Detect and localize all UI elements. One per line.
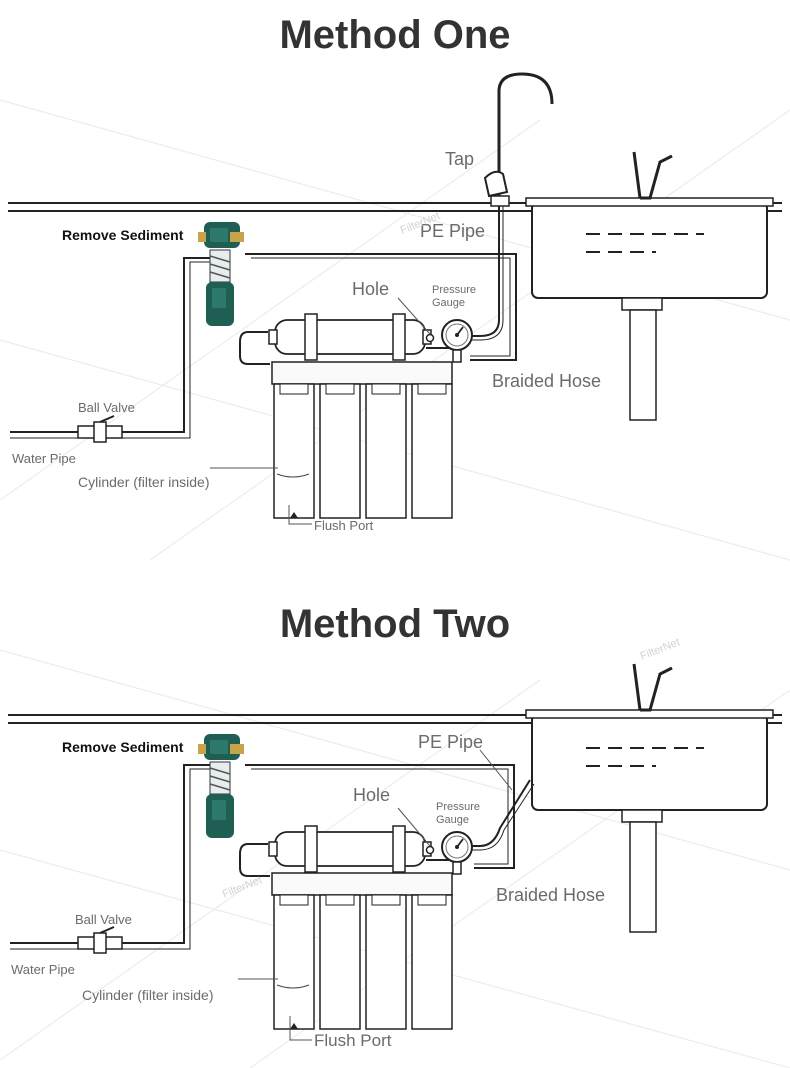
ball-valve <box>77 926 123 954</box>
watermark: FilterNet <box>221 874 264 901</box>
label-gauge: Gauge <box>436 814 469 826</box>
label-pe-pipe: PE Pipe <box>420 221 485 241</box>
pressure-gauge <box>441 831 473 875</box>
label-remove-sediment: Remove Sediment <box>62 227 184 243</box>
membrane-elbow <box>239 331 270 365</box>
ro-tap <box>483 72 554 207</box>
method-two-section: Method Two <box>8 602 782 1050</box>
watermark: FilterNet <box>639 636 682 663</box>
label-remove-sediment: Remove Sediment <box>62 739 184 755</box>
label-cylinder: Cylinder (filter inside) <box>78 474 209 490</box>
method-one-section: Method One <box>8 13 782 533</box>
hole-marker <box>425 845 435 855</box>
sediment-prefilter <box>197 733 245 839</box>
hole-marker <box>425 333 435 343</box>
membrane-housing <box>268 825 432 873</box>
label-tap: Tap <box>445 149 474 169</box>
filter-cylinders <box>271 361 453 519</box>
sink-faucet <box>632 663 673 712</box>
sink-faucet <box>632 151 673 200</box>
label-gauge: Gauge <box>432 297 465 309</box>
kitchen-sink <box>525 709 774 933</box>
sediment-prefilter <box>197 221 245 327</box>
membrane-housing <box>268 313 432 361</box>
method-one-title: Method One <box>279 13 510 57</box>
label-flush-port: Flush Port <box>314 518 374 533</box>
label-cylinder: Cylinder (filter inside) <box>82 987 213 1003</box>
label-braided-hose: Braided Hose <box>496 885 605 905</box>
method-two-title: Method Two <box>280 602 510 646</box>
label-hole: Hole <box>353 785 390 805</box>
label-water-pipe: Water Pipe <box>12 451 76 466</box>
label-water-pipe: Water Pipe <box>11 962 75 977</box>
label-pressure: Pressure <box>436 801 480 813</box>
leader-lines-method-one <box>210 297 431 525</box>
filter-cylinders <box>271 872 453 1030</box>
membrane-elbow <box>239 843 270 877</box>
label-pressure: Pressure <box>432 284 476 296</box>
pressure-gauge <box>441 319 473 363</box>
label-hole: Hole <box>352 279 389 299</box>
label-pe-pipe: PE Pipe <box>418 732 483 752</box>
ball-valve <box>77 415 123 443</box>
label-flush-port: Flush Port <box>314 1031 392 1050</box>
label-ball-valve: Ball Valve <box>78 400 135 415</box>
leader-lines-method-two <box>238 749 513 1041</box>
kitchen-sink <box>525 197 774 421</box>
label-ball-valve: Ball Valve <box>75 912 132 927</box>
label-braided-hose: Braided Hose <box>492 371 601 391</box>
